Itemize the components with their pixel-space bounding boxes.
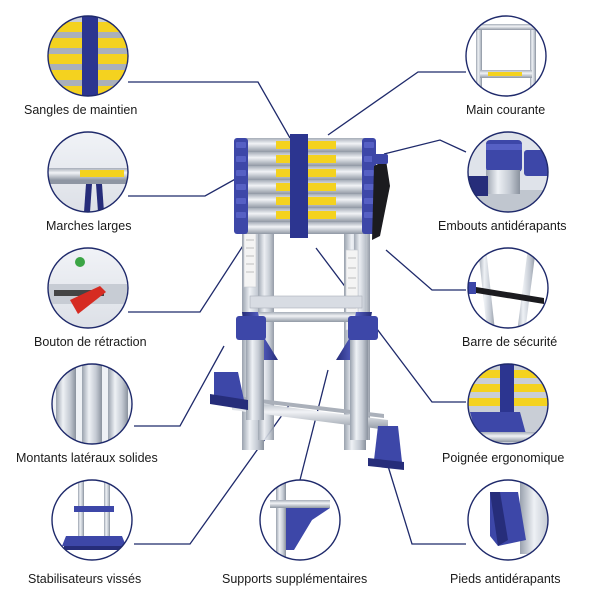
label-stabilisateurs: Stabilisateurs vissés xyxy=(28,572,142,586)
detail-embouts xyxy=(467,131,549,213)
label-main-courante: Main courante xyxy=(466,103,546,117)
detail-supports xyxy=(259,479,341,561)
label-montants: Montants latéraux solides xyxy=(16,451,158,465)
label-sangles: Sangles de maintien xyxy=(24,103,138,117)
detail-poignee xyxy=(467,363,549,445)
detail-stabilisateurs xyxy=(51,479,133,561)
detail-pieds xyxy=(467,479,549,561)
holding-strap xyxy=(290,134,308,238)
ladder-steps xyxy=(234,134,390,240)
connector-embouts xyxy=(383,139,467,155)
detail-bouton xyxy=(47,247,129,329)
detail-barre xyxy=(467,247,549,329)
connector-montants xyxy=(134,345,225,427)
label-pieds: Pieds antidérapants xyxy=(450,572,561,586)
detail-montants xyxy=(51,363,133,445)
side-handle xyxy=(372,160,390,240)
detail-main-courante xyxy=(465,15,547,97)
label-marches: Marches larges xyxy=(46,219,132,233)
connector-stabilisateurs xyxy=(134,403,291,545)
label-bouton: Bouton de rétraction xyxy=(34,335,147,349)
ladder-image xyxy=(210,134,404,470)
label-poignee: Poignée ergonomique xyxy=(442,451,565,465)
detail-sangles xyxy=(47,15,129,97)
connector-poignee xyxy=(315,247,466,403)
detail-marches xyxy=(47,131,129,213)
label-barre: Barre de sécurité xyxy=(462,335,558,349)
connector-sangles xyxy=(128,81,291,139)
label-embouts: Embouts antidérapants xyxy=(438,219,567,233)
connector-supports xyxy=(299,369,329,481)
label-supports: Supports supplémentaires xyxy=(222,572,368,586)
connector-bouton xyxy=(128,237,249,313)
connector-main-courante xyxy=(327,71,466,136)
connector-pieds xyxy=(387,465,466,545)
connector-marches xyxy=(128,171,249,197)
foot-left xyxy=(214,372,244,402)
foot-right xyxy=(374,426,402,466)
connector-barre xyxy=(385,249,466,291)
